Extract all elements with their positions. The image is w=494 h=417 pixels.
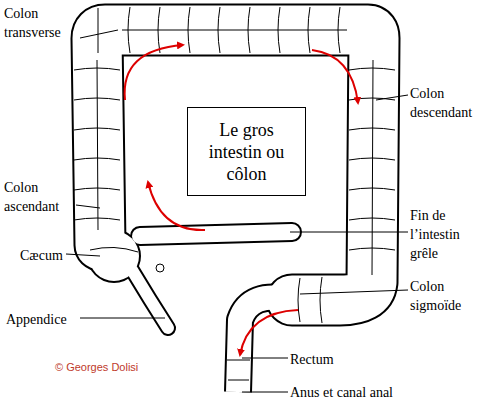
box-title: Le gros intestin ou côlon xyxy=(198,119,295,185)
part-label: Colon ascendant xyxy=(4,178,84,216)
part-label: Anus et canal anal xyxy=(290,383,490,402)
part-label: Colon descendant xyxy=(410,84,494,122)
part-label: Colon sigmoïde xyxy=(410,277,494,315)
part-label: Rectum xyxy=(290,350,390,369)
part-label: Colon transverse xyxy=(4,4,84,42)
flow-arrows xyxy=(125,45,358,355)
part-label: Cæcum xyxy=(20,246,100,265)
part-label: Fin de l’intestin grêle xyxy=(410,206,485,263)
title-box: Le gros intestin ou côlon xyxy=(187,107,306,196)
leader-lines xyxy=(66,30,408,392)
colon-tube xyxy=(87,30,374,392)
haustra-lines xyxy=(74,7,395,380)
box-content: Le gros intestin ou côlon xyxy=(198,119,295,185)
copyright-note: © Georges Dolisi xyxy=(55,360,205,374)
part-label: Appendice xyxy=(6,310,106,329)
